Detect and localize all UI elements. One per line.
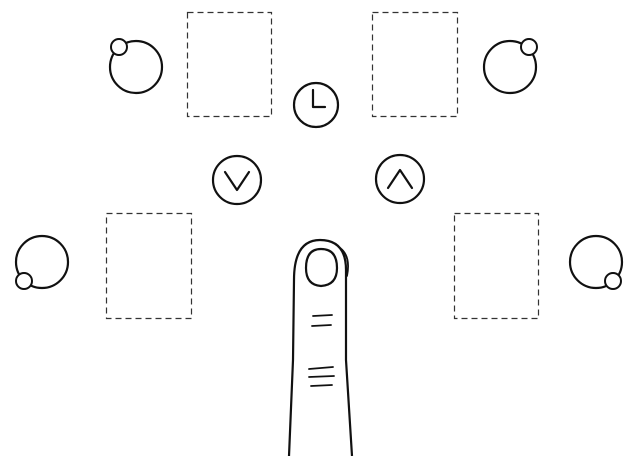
chevron-down-icon — [223, 170, 251, 192]
clock-icon — [311, 88, 327, 109]
down-button[interactable] — [211, 154, 263, 206]
fingernail — [304, 247, 339, 288]
slot-bottom-left — [105, 212, 193, 320]
slot-bottom-right — [453, 212, 540, 320]
chevron-up-icon — [386, 168, 414, 190]
rotate-bottom-left-icon[interactable] — [14, 234, 70, 290]
rotate-top-left-icon[interactable] — [108, 38, 164, 95]
up-button[interactable] — [374, 153, 426, 205]
rotate-bottom-right-icon[interactable] — [568, 234, 624, 290]
rotate-top-right-icon[interactable] — [482, 38, 538, 95]
slot-top-left — [186, 11, 273, 118]
slot-top-right — [371, 11, 459, 118]
pointing-finger-icon — [287, 238, 354, 456]
clock-button[interactable] — [292, 81, 340, 129]
